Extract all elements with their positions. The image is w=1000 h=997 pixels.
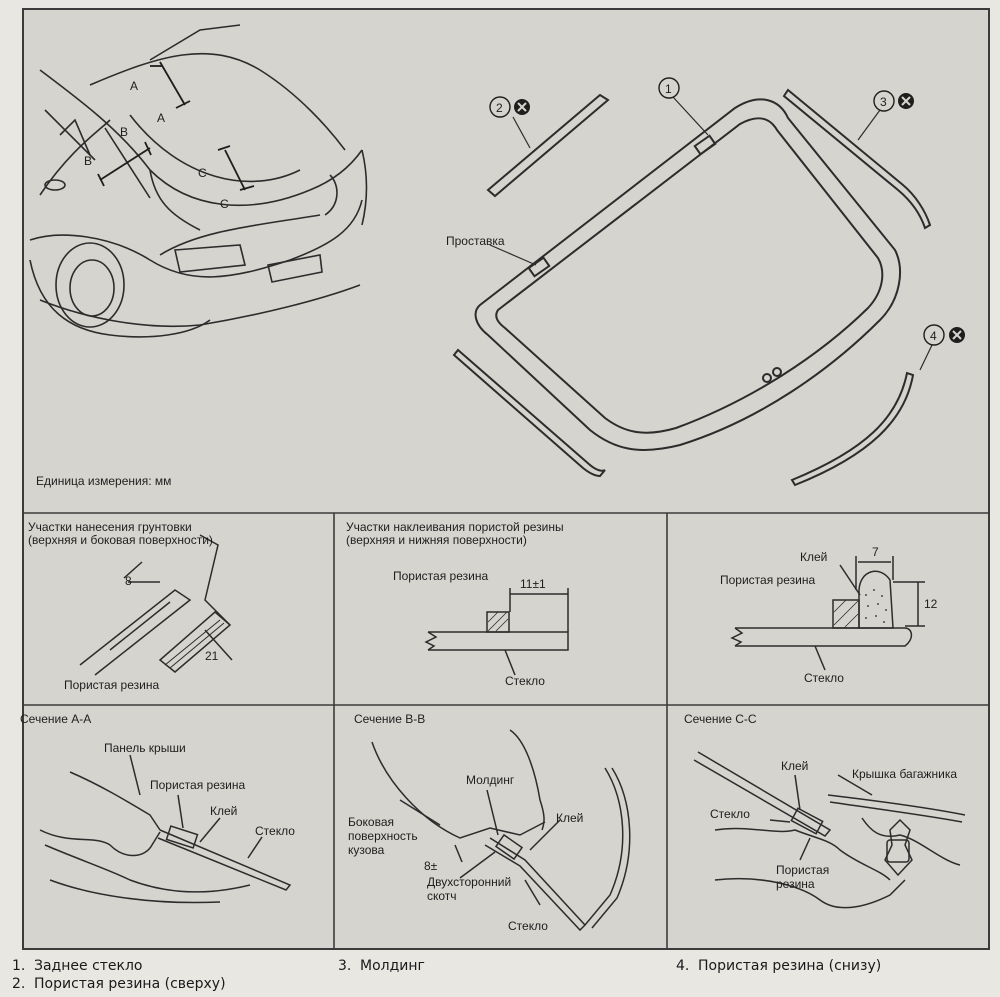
- diagram-frame: [22, 8, 990, 950]
- primer-dim-8: 8: [125, 574, 132, 588]
- section-bb-glass-label: Стекло: [508, 919, 548, 933]
- no-reuse-marks: [514, 93, 965, 343]
- legend-num-1: 1.: [12, 958, 26, 974]
- callout-2: 2: [496, 101, 503, 115]
- glue-label: Клей: [800, 550, 827, 564]
- panel-grid: [22, 512, 990, 950]
- section-cc-lid-label: Крышка багажника: [852, 767, 957, 781]
- section-c-label-1: C: [198, 166, 207, 180]
- section-a-label-2: A: [157, 111, 165, 125]
- section-bb-side-label-2: поверхность: [348, 829, 418, 843]
- legend-num-2: 2.: [12, 976, 26, 992]
- section-cc-glue-label: Клей: [781, 759, 808, 773]
- unit-note: Единица измерения: мм: [36, 474, 171, 488]
- legend-item-4: 4. Пористая резина (снизу): [676, 958, 881, 974]
- section-a-label-1: A: [130, 79, 138, 93]
- foam-glass-label: Стекло: [505, 674, 545, 688]
- legend-item-3: 3. Молдинг: [338, 958, 425, 974]
- section-bb-tape-label-2: скотч: [427, 889, 457, 903]
- primer-dim-21: 21: [205, 649, 219, 663]
- callout-4: 4: [930, 329, 937, 343]
- glue-glass-label: Стекло: [804, 671, 844, 685]
- foam-strip-upper: [486, 93, 610, 198]
- foam-panel-title: Участки наклеивания пористой резины (вер…: [346, 520, 564, 547]
- glue-dim-h: 12: [924, 597, 938, 611]
- callout-circles: [489, 77, 945, 346]
- molding-strip: [782, 88, 932, 230]
- section-bb-molding-label: Молдинг: [466, 773, 515, 787]
- section-b-label-1: B: [120, 125, 128, 139]
- spacer-label: Проставка: [446, 234, 505, 248]
- legend-text-2: Пористая резина (сверху): [34, 976, 226, 992]
- primer-panel-title: Участки нанесения грунтовки (верхняя и б…: [28, 520, 213, 547]
- no-reuse-crosses: [517, 96, 962, 340]
- glue-dim-w: 7: [872, 545, 879, 559]
- foam-label: Пористая резина: [393, 569, 488, 583]
- section-bb-glue-label: Клей: [556, 811, 583, 825]
- section-bb-side-label-1: Боковая: [348, 815, 394, 829]
- glue-foam-label: Пористая резина: [720, 573, 815, 587]
- foam-strip-lower-left: [452, 348, 606, 478]
- glue-dots: [865, 589, 887, 623]
- section-aa-glue-label: Клей: [210, 804, 237, 818]
- section-cc-foam-label-1: Пористая: [776, 863, 829, 877]
- section-bb-tape-label-1: Двухсторонний: [427, 875, 511, 889]
- car-sketch: [29, 24, 368, 338]
- glue-drawing: [730, 556, 925, 671]
- section-bb-side-label-3: кузова: [348, 843, 385, 857]
- legend-text-1: Заднее стекло: [34, 958, 143, 974]
- section-aa-drawing: [39, 754, 292, 904]
- section-bb-dim: 8±: [424, 859, 438, 873]
- section-aa-foam-label: Пористая резина: [150, 778, 245, 792]
- foam-drawing: [424, 588, 569, 676]
- foam-dim: 11±1: [520, 577, 546, 591]
- glue-hatch: [833, 599, 859, 628]
- section-b-label-2: B: [84, 154, 92, 168]
- legend-text-4: Пористая резина (снизу): [698, 958, 882, 974]
- section-cc-drawing: [693, 751, 966, 909]
- section-aa-title: Сечение А-А: [20, 712, 91, 726]
- section-cc-glass-label: Стекло: [710, 807, 750, 821]
- section-cc-title: Сечение С-С: [684, 712, 757, 726]
- section-aa-glass-label: Стекло: [255, 824, 295, 838]
- primer-foam-label: Пористая резина: [64, 678, 159, 692]
- section-bb-title: Сечение В-В: [354, 712, 425, 726]
- callout-1: 1: [665, 82, 672, 96]
- callout-leaders: [489, 96, 933, 371]
- section-c-label-2: C: [220, 197, 229, 211]
- section-markers: [97, 61, 255, 191]
- primer-hatch: [111, 589, 225, 669]
- section-bb-drawing: [371, 729, 631, 932]
- legend-item-1: 1. Заднее стекло: [12, 958, 143, 974]
- legend-text-3: Молдинг: [360, 958, 425, 974]
- callout-3: 3: [880, 95, 887, 109]
- rear-glass: [474, 98, 901, 451]
- foam-strip-lower: [790, 371, 915, 487]
- foam-hatch: [487, 611, 509, 632]
- legend-item-2: 2. Пористая резина (сверху): [12, 976, 226, 992]
- legend-num-4: 4.: [676, 958, 690, 974]
- section-aa-roof-label: Панель крыши: [104, 741, 186, 755]
- section-cc-foam-label-2: резина: [776, 877, 815, 891]
- legend-num-3: 3.: [338, 958, 352, 974]
